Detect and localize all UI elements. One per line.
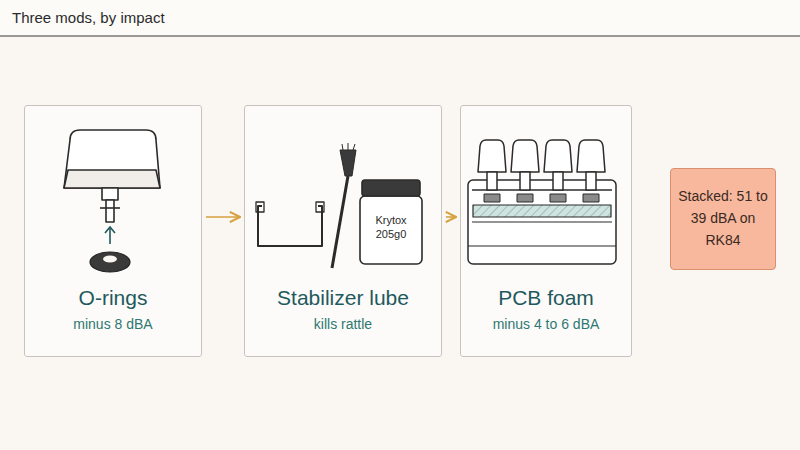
- drawing-part: [64, 130, 160, 188]
- drawing-part: [244, 105, 442, 357]
- keycaps: [478, 140, 605, 202]
- result-box: Stacked: 51 to 39 dBA on RK84: [670, 168, 776, 270]
- drawing-part: [24, 105, 202, 357]
- drawing-part: [544, 140, 572, 172]
- lube-brush: [332, 143, 356, 268]
- drawing-part: [342, 144, 343, 150]
- jar-label: Krytox 205g0: [364, 214, 418, 242]
- o-ring: [90, 252, 130, 272]
- drawing-part: [258, 206, 322, 246]
- panel-fills: [24, 105, 632, 357]
- node-subtext: minus 4 to 6 dBA: [493, 316, 600, 332]
- drawing-part: [550, 194, 566, 202]
- header-bar: [0, 0, 800, 36]
- diagram-title: Three mods, by impact: [12, 9, 165, 26]
- node-subtext: kills rattle: [314, 316, 372, 332]
- drawing-part: [256, 202, 264, 212]
- drawing-part: [577, 140, 605, 172]
- drawing-part: [478, 140, 506, 172]
- keyboard-section: [468, 180, 616, 264]
- header-rule: [0, 35, 800, 36]
- drawing-part: [105, 227, 115, 233]
- node-heading: Stabilizer lube: [277, 286, 409, 310]
- drawing-part: [460, 105, 632, 357]
- node-heading: PCB foam: [498, 286, 594, 310]
- drawing-part: [360, 196, 422, 264]
- drawing-part: [473, 205, 611, 217]
- stabilizer-wire: [256, 202, 324, 246]
- drawing-part: [348, 143, 349, 150]
- drawing-part: [102, 188, 118, 200]
- drawing-part: [520, 172, 530, 190]
- up-arrow: [105, 227, 115, 244]
- keycap-illustration: [64, 130, 160, 222]
- drawing-part: [100, 207, 120, 209]
- node-heading: O-rings: [79, 286, 148, 310]
- drawing-part: [487, 172, 497, 190]
- mod-panel: Stabilizer lube kills rattle: [244, 105, 442, 357]
- drawing-part: [472, 221, 612, 222]
- drawing-part: [103, 256, 117, 263]
- drawing-part: [586, 172, 596, 190]
- drawing-part: [332, 176, 348, 268]
- drawing-part: [64, 170, 160, 188]
- krytox-jar: [360, 180, 422, 264]
- drawing-part: [583, 194, 599, 202]
- flow-arrow: [206, 216, 240, 218]
- mod-panel: O-rings minus 8 dBA: [24, 105, 202, 357]
- drawing-part: [340, 150, 356, 176]
- flow-arrow: [446, 216, 456, 218]
- drawing-part: [468, 180, 616, 264]
- drawing-part: [484, 194, 500, 202]
- drawing-part: [106, 200, 114, 222]
- drawing-part: [553, 172, 563, 190]
- drawing-part: [109, 228, 111, 244]
- node-subtext: minus 8 dBA: [73, 316, 152, 332]
- drawing-part: [468, 245, 616, 246]
- drawing-part: [517, 194, 533, 202]
- mod-panel: PCB foam minus 4 to 6 dBA: [460, 105, 632, 357]
- drawing-part: [362, 180, 420, 196]
- node-heading: Stacked: 51 to 39 dBA on RK84: [678, 186, 768, 251]
- drawing-part: [511, 140, 539, 172]
- drawing-part: [316, 202, 324, 212]
- drawing-part: [353, 144, 355, 150]
- drawing-part: [90, 252, 130, 272]
